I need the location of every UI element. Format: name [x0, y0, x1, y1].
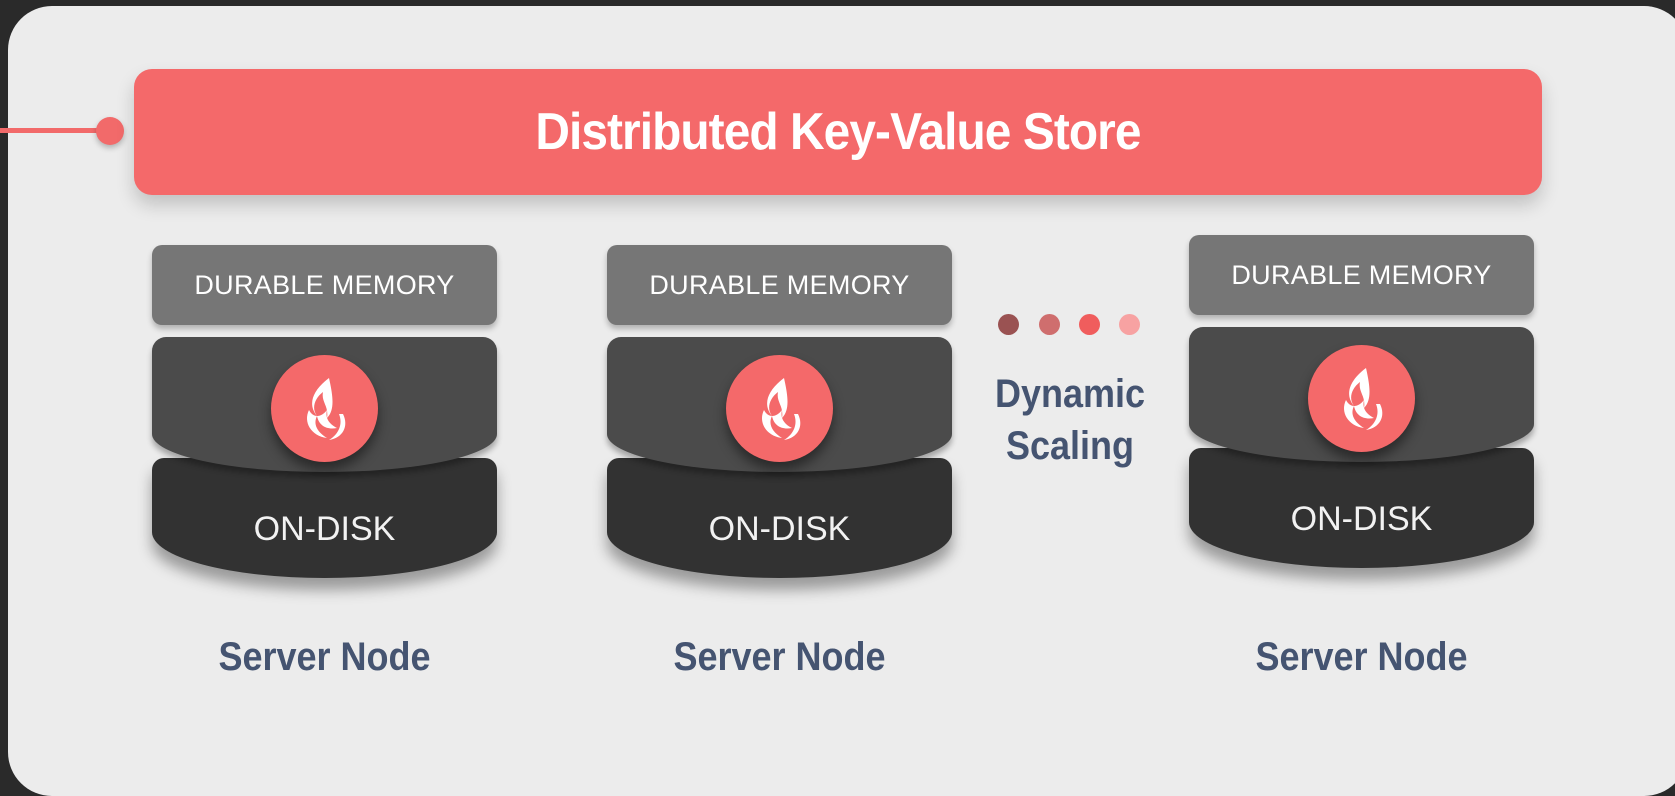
store-title: Distributed Key-Value Store — [535, 103, 1141, 161]
server-node-caption: Server Node — [1255, 635, 1468, 679]
connector-line — [0, 128, 108, 133]
flame-icon — [726, 355, 833, 462]
durable-memory-label: DURABLE MEMORY — [194, 269, 455, 300]
durable-memory-block: DURABLE MEMORY — [607, 245, 952, 325]
on-disk-label: ON-DISK — [253, 509, 396, 548]
flame-icon — [1308, 345, 1415, 452]
durable-memory-label: DURABLE MEMORY — [1231, 259, 1492, 290]
durable-memory-block: DURABLE MEMORY — [1189, 235, 1534, 315]
flame-icon — [271, 355, 378, 462]
on-disk-block: ON-DISK — [152, 458, 497, 578]
on-disk-label: ON-DISK — [1290, 499, 1433, 538]
server-node-2: DURABLE MEMORY ON-DISK Server Node — [607, 245, 952, 685]
store-banner: Distributed Key-Value Store — [134, 69, 1542, 195]
server-node-caption: Server Node — [218, 635, 431, 679]
scaling-dot — [1119, 314, 1140, 335]
scaling-dot — [1039, 314, 1060, 335]
server-node-3: DURABLE MEMORY ON-DISK Server Node — [1189, 235, 1534, 685]
server-node-1: DURABLE MEMORY ON-DISK Server Node — [152, 245, 497, 685]
dynamic-scaling-label: Dynamic Scaling — [980, 368, 1160, 472]
scaling-dot — [998, 314, 1019, 335]
scaling-dots — [998, 314, 1142, 336]
server-node-caption: Server Node — [673, 635, 886, 679]
scaling-line-1: Dynamic — [994, 372, 1146, 416]
on-disk-block: ON-DISK — [1189, 448, 1534, 568]
on-disk-block: ON-DISK — [607, 458, 952, 578]
scaling-line-2: Scaling — [1005, 424, 1135, 468]
on-disk-label: ON-DISK — [708, 509, 851, 548]
scaling-dot — [1079, 314, 1100, 335]
durable-memory-block: DURABLE MEMORY — [152, 245, 497, 325]
durable-memory-label: DURABLE MEMORY — [649, 269, 910, 300]
connector-dot — [96, 117, 124, 145]
